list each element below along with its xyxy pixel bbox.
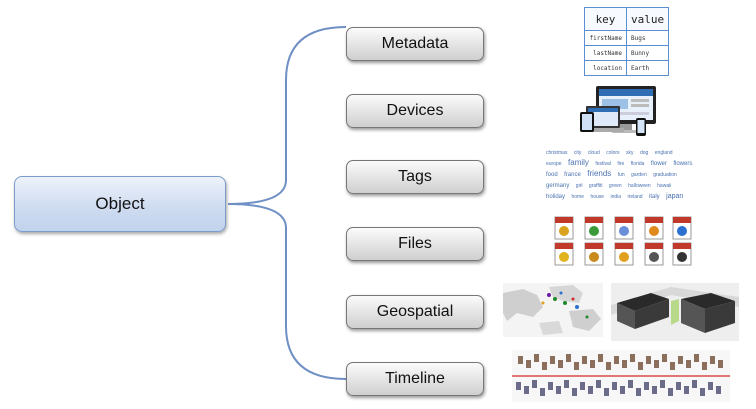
table-cell-key: lastName xyxy=(584,45,627,61)
tag: fun xyxy=(617,172,625,178)
table-row: lastName Bunny xyxy=(584,45,670,61)
tag: christmas xyxy=(546,150,568,156)
tag: graduation xyxy=(653,172,677,178)
tag: green xyxy=(608,183,622,189)
table-cell-value: Bunny xyxy=(625,45,670,61)
file-icon xyxy=(554,216,574,240)
table-header-value: value xyxy=(625,7,670,31)
tag: cloud xyxy=(587,150,600,156)
node-label: Geospatial xyxy=(376,303,454,320)
node-devices: Devices xyxy=(346,94,484,128)
file-icon xyxy=(672,216,692,240)
tag: garden xyxy=(631,172,647,178)
node-files: Files xyxy=(346,227,484,261)
file-icon xyxy=(644,242,664,266)
metadata-table: key value firstName Bugs lastName Bunny … xyxy=(584,7,670,76)
tag: food xyxy=(546,172,558,178)
tag: europe xyxy=(546,161,562,167)
tag: india xyxy=(610,194,622,200)
table-row: location Earth xyxy=(584,60,670,76)
file-icon xyxy=(614,216,634,240)
node-label: Timeline xyxy=(385,370,445,387)
node-label: Tags xyxy=(398,168,432,185)
tag: ireland xyxy=(627,194,643,200)
file-icon xyxy=(672,242,692,266)
tag: hawaii xyxy=(657,183,672,189)
file-icons-image xyxy=(554,216,692,266)
tag: holiday xyxy=(546,194,566,200)
node-metadata: Metadata xyxy=(346,27,484,61)
tag: house xyxy=(590,194,605,200)
root-node-object: Object xyxy=(14,176,226,232)
tag: flower xyxy=(650,161,667,167)
tag: germany xyxy=(546,183,570,189)
node-timeline: Timeline xyxy=(346,362,484,396)
devices-image xyxy=(580,86,656,136)
file-icon xyxy=(614,242,634,266)
tag: girl xyxy=(575,183,583,189)
node-label: Devices xyxy=(386,102,444,119)
tag: family xyxy=(568,158,589,167)
table-row: firstName Bugs xyxy=(584,30,670,46)
node-tags: Tags xyxy=(346,160,484,194)
tag: halloween xyxy=(628,183,651,189)
tag: england xyxy=(654,150,673,156)
tag: sky xyxy=(626,150,634,156)
tag: city xyxy=(573,150,582,156)
tag: colors xyxy=(606,150,620,156)
table-header-key: key xyxy=(584,7,627,31)
connector-line xyxy=(227,203,347,380)
tag: france xyxy=(564,172,581,178)
table-cell-value: Earth xyxy=(625,60,670,76)
tag: festival xyxy=(595,161,611,167)
file-icon xyxy=(644,216,664,240)
tag: graffiti xyxy=(588,183,603,189)
connector-line xyxy=(227,26,347,205)
tag: home xyxy=(571,194,584,200)
tag: fire xyxy=(617,161,625,167)
tag: flowers xyxy=(673,161,693,167)
tag: japan xyxy=(666,193,684,200)
table-cell-key: firstName xyxy=(584,30,627,46)
tag: dog xyxy=(639,150,649,156)
table-cell-key: location xyxy=(584,60,627,76)
node-label: Metadata xyxy=(381,35,449,52)
root-node-label: Object xyxy=(95,194,145,213)
node-geospatial: Geospatial xyxy=(346,295,484,329)
node-label: Files xyxy=(398,235,432,252)
map-image xyxy=(503,283,603,337)
tag-cloud: christmas city cloud colors sky dog engl… xyxy=(546,146,696,204)
file-icon xyxy=(554,242,574,266)
file-icon xyxy=(584,242,604,266)
file-icon xyxy=(584,216,604,240)
timeline-image xyxy=(512,350,730,402)
building-3d-image xyxy=(611,283,739,341)
tag: friends xyxy=(587,169,612,178)
tag: florida xyxy=(630,161,645,167)
tag: italy xyxy=(649,194,660,200)
table-cell-value: Bugs xyxy=(625,30,670,46)
